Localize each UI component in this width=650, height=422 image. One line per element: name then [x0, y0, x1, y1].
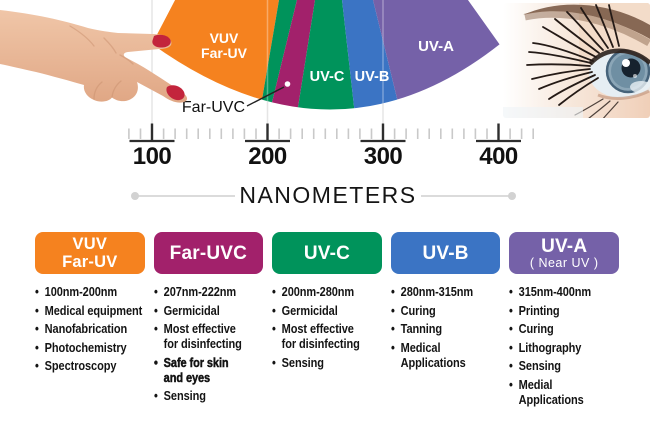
lash-line	[588, 48, 650, 66]
bullet-item: Sensing	[272, 356, 382, 371]
card-vuv-far-uv: VUV Far-UV 100nm-200nm Medical equipment…	[35, 232, 145, 411]
fan-segment-uvb	[340, 0, 404, 110]
spectrum-fan-and-ruler: VUV Far-UV UV-C UV-B UV-A Far-UVC 100 20…	[0, 0, 650, 208]
uv-band-cards: VUV Far-UV 100nm-200nm Medical equipment…	[35, 232, 619, 411]
bullet-item: Germicidal	[272, 304, 382, 319]
bullet-item: Medical equipment	[35, 304, 145, 319]
bullet-item: Sensing	[509, 359, 619, 374]
bullet-item: Curing	[391, 304, 501, 319]
card-uva: UV-A ( Near UV ) 315nm-400nm Printing Cu…	[509, 232, 619, 411]
lower-lid-line	[597, 89, 650, 100]
card-header: UV-A ( Near UV )	[509, 232, 619, 274]
card-title: Far-UVC	[169, 242, 248, 264]
fingernail-top	[152, 34, 171, 48]
bullet-item: Printing	[509, 304, 619, 319]
eyebrow	[523, 4, 650, 39]
card-uvc: UV-C 200nm-280nm Germicidal Most effecti…	[272, 232, 382, 411]
bullet-item: 280nm-315nm	[391, 285, 501, 300]
photo-bottom-light	[503, 107, 583, 118]
card-title: UV-B	[422, 242, 469, 264]
card-header: VUV Far-UV	[35, 232, 145, 274]
fan-label-vuv-line2: Far-UV	[201, 45, 248, 61]
bullet-item: Tanning	[391, 322, 501, 337]
bullet-item: 207nm-222nm	[154, 285, 264, 300]
card-uvb: UV-B 280nm-315nm Curing Tanning Medical …	[390, 232, 501, 411]
card-header: UV-B	[390, 232, 501, 274]
fan-segment-uvc	[295, 0, 357, 110]
fan-segment-far-uvc	[266, 0, 317, 110]
ruler-label-300: 300	[364, 143, 403, 170]
nanometers-caption: NANOMETERS	[131, 182, 516, 208]
bullet-item: Most effective for disinfecting	[154, 322, 264, 352]
spectrum-fan	[152, 0, 500, 110]
bullet-item: 200nm-280nm	[272, 285, 382, 300]
card-subtitle: ( Near UV )	[529, 255, 599, 270]
fan-label-uvb: UV-B	[355, 69, 390, 85]
card-title: VUV Far-UV	[62, 235, 118, 271]
hand-shading-lines	[69, 25, 134, 100]
ruler-label-100: 100	[133, 143, 172, 170]
card-title: UV-A	[541, 235, 588, 257]
card-bullet-list: 207nm-222nm Germicidal Most effective fo…	[154, 285, 264, 404]
fan-segment-uva	[370, 0, 500, 110]
card-far-uvc: Far-UVC 207nm-222nm Germicidal Most effe…	[153, 232, 264, 411]
bullet-item: Most effective for disinfecting	[272, 322, 382, 352]
bullet-item: Medial Applications	[509, 378, 619, 408]
fan-label-vuv-line1: VUV	[210, 30, 239, 46]
bullet-item: Photochemistry	[35, 341, 145, 356]
card-bullet-list: 315nm-400nm Printing Curing Lithography …	[509, 285, 619, 408]
card-header: Far-UVC	[153, 232, 264, 274]
callout-dot	[284, 81, 291, 87]
far-uvc-callout-label: Far-UVC	[182, 99, 245, 116]
bullet-item: Lithography	[509, 341, 619, 356]
eye-closeup-image	[503, 3, 650, 118]
major-ticks	[150, 123, 500, 140]
bullet-item: Medical Applications	[391, 341, 501, 371]
far-uvc-callout: Far-UVC	[182, 81, 291, 116]
card-bullet-list: 280nm-315nm Curing Tanning Medical Appli…	[391, 285, 501, 371]
card-title: UV-C	[303, 242, 351, 264]
bullet-item: Sensing	[154, 389, 264, 404]
card-header: UV-C	[272, 232, 382, 274]
nanometers-label: NANOMETERS	[239, 182, 416, 208]
fan-segment-uvc-lower-sliver	[257, 0, 300, 110]
minor-ticks	[128, 128, 534, 139]
bullet-item: Spectroscopy	[35, 359, 145, 374]
bullet-item: Curing	[509, 322, 619, 337]
bullet-item: Nanofabrication	[35, 322, 145, 337]
pointing-hand-image	[0, 10, 188, 103]
upper-lashes	[526, 4, 620, 106]
fan-label-uvc: UV-C	[310, 69, 345, 85]
ruler-label-200: 200	[248, 143, 287, 170]
eye-highlight-small	[633, 74, 637, 78]
bullet-item: Germicidal	[154, 304, 264, 319]
card-bullet-list: 200nm-280nm Germicidal Most effective fo…	[272, 285, 382, 371]
bullet-item: 315nm-400nm	[509, 285, 619, 300]
caption-dot-left	[131, 192, 139, 200]
card-bullet-list: 100nm-200nm Medical equipment Nanofabric…	[35, 285, 145, 374]
fan-label-uva: UV-A	[418, 38, 454, 55]
callout-line	[246, 86, 285, 107]
nanometer-ruler: 100 200 300 400	[128, 123, 534, 170]
gridline-overlay	[152, 0, 384, 110]
bullet-item: 100nm-200nm	[35, 285, 145, 300]
eye-highlight	[622, 59, 630, 67]
hand-shape	[0, 10, 188, 103]
fingernail-index	[166, 85, 185, 101]
caption-dot-right	[508, 192, 516, 200]
sclera-lower	[630, 81, 650, 93]
bullet-item-emphasized: Safe for skin and eyes	[154, 355, 264, 386]
ruler-label-400: 400	[479, 143, 518, 170]
eyebrow-soft	[524, 10, 650, 47]
